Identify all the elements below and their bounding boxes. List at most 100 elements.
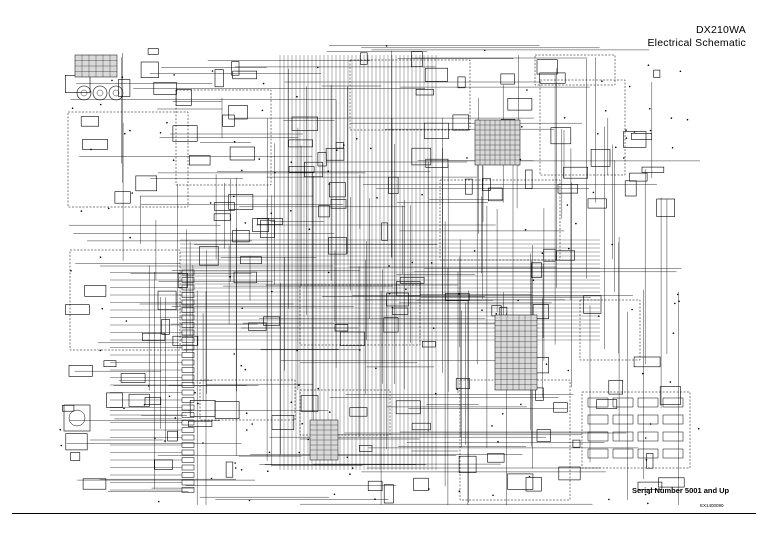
junction [359,349,361,351]
pinout-legend [581,391,691,469]
junction [154,437,156,440]
component-box [317,152,327,167]
junction [644,437,647,439]
junction [697,427,700,430]
terminal [181,464,195,471]
component-box [161,319,170,335]
pinout-box [637,431,659,442]
component-box [325,148,345,161]
junction [290,401,293,404]
junction [375,367,377,370]
component-box [590,149,611,167]
pinout-box [662,414,684,425]
pinout-box [612,397,634,408]
junction [388,265,390,267]
component-box [231,61,240,76]
component-box [572,439,581,448]
junction [541,252,544,254]
junction [491,425,493,427]
component-box [328,237,347,255]
assembly-outline [175,89,272,186]
component-box [142,332,166,341]
component-box [455,378,470,389]
component-box [144,397,162,406]
junction [209,202,212,204]
junction [575,222,577,225]
assembly-outline [459,379,571,501]
component-box [563,166,588,179]
junction [526,89,528,91]
document-number: EX1400090 [700,503,724,508]
footer-rule [12,513,756,514]
pinout-box [612,448,634,459]
junction [258,158,261,160]
junction [261,109,264,112]
junction [528,475,531,478]
junction [391,306,394,309]
component-box [140,61,159,78]
junction [317,387,320,390]
component-box [135,175,158,192]
component-box [583,295,602,314]
junction [107,207,110,210]
junction [333,493,336,496]
component-box [68,364,93,377]
terminal [181,299,195,306]
junction [517,299,519,302]
junction [329,411,331,413]
component-box [291,116,319,131]
component-box [334,324,349,332]
pinout-box [587,397,609,408]
component-box [629,172,648,182]
pinout-box [637,414,659,425]
component-box [271,414,295,430]
assembly-outline [534,54,616,86]
assembly-outline [539,79,626,176]
component-box [213,213,231,221]
component-box [535,387,544,401]
terminal [181,322,195,328]
junction [210,477,213,480]
junction [532,279,535,282]
pinout-box [662,448,684,459]
junction [244,368,247,371]
component-box [383,484,394,504]
serial-number-note: Serial Number 5001 and Up [632,486,730,495]
junction [251,423,253,425]
component-box [415,89,434,96]
component-box [300,395,319,412]
component-box [118,79,131,97]
component-box [658,477,685,488]
junction [421,193,423,196]
junction [262,82,265,85]
component-box [411,422,431,431]
component-box [423,122,449,139]
junction [648,492,650,495]
component-box [391,307,409,315]
component-box [318,205,330,218]
junction [370,147,372,150]
junction [430,262,433,264]
junction [271,290,273,293]
component-box [339,331,365,346]
component-box [214,69,224,88]
pinout-box [612,414,634,425]
component-box [386,292,409,307]
junction [521,126,523,128]
component-box [633,356,661,368]
terminal [181,352,195,358]
component-box [624,180,637,197]
junction [245,412,248,415]
component-box [656,198,676,217]
junction [194,391,196,394]
junction [495,313,498,315]
component-box [359,445,373,452]
terminal [181,389,195,396]
component-box [288,166,315,173]
component-box [653,69,661,78]
junction [435,392,437,395]
component-box [452,114,469,131]
assembly-outline [299,284,421,346]
junction [625,137,628,139]
